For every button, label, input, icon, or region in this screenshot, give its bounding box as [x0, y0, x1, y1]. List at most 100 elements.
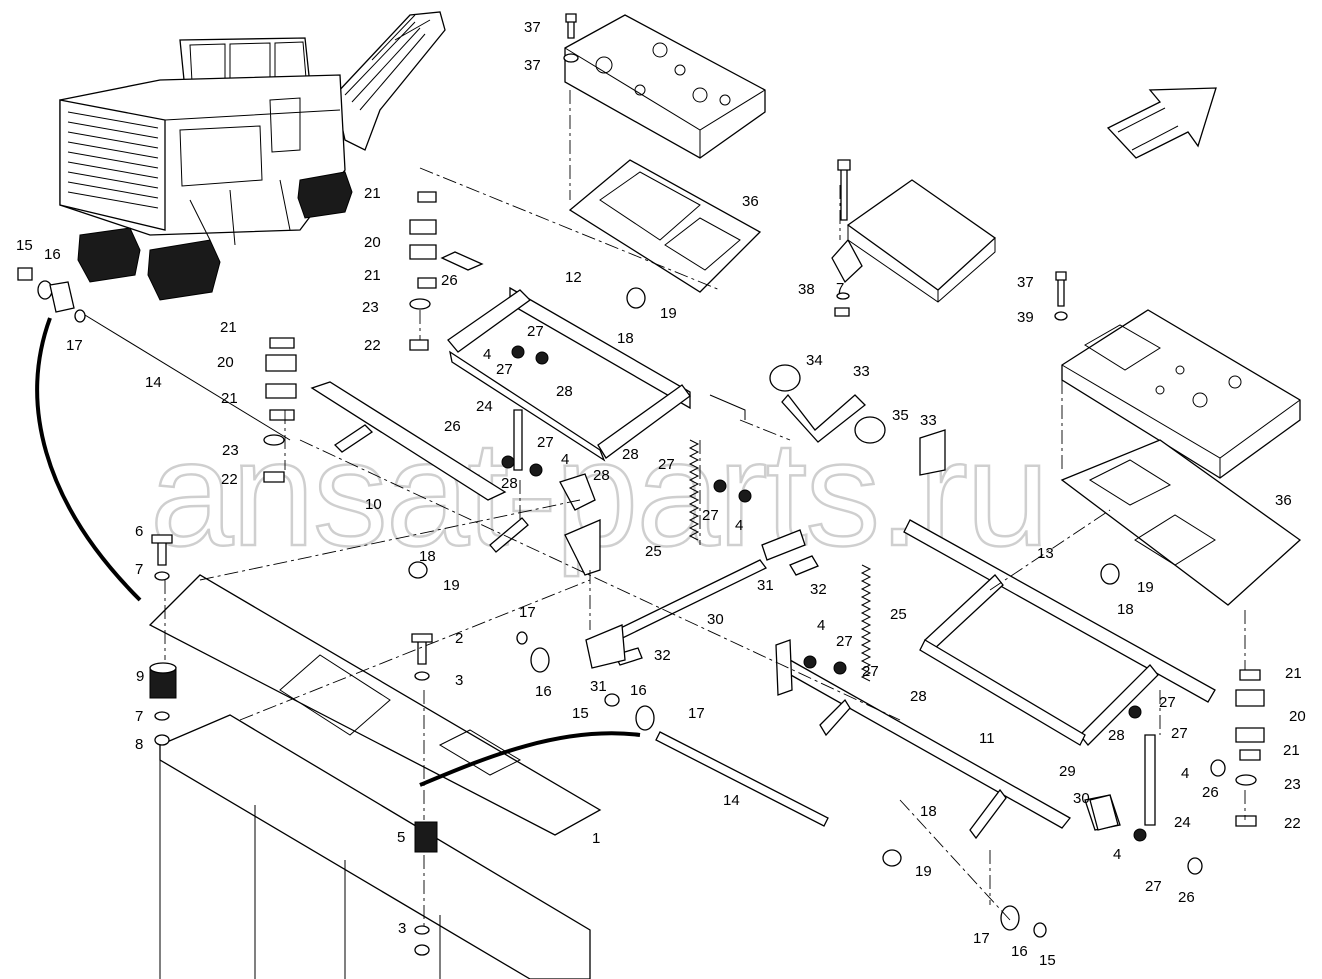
callout-22: 22: [1284, 815, 1301, 832]
callout-21: 21: [1283, 742, 1300, 759]
callout-38: 38: [798, 281, 815, 298]
callout-27: 27: [836, 633, 853, 650]
callout-27: 27: [1171, 725, 1188, 742]
callout-17: 17: [688, 705, 705, 722]
callout-36: 36: [742, 193, 759, 210]
callout-31: 31: [590, 678, 607, 695]
callout-20: 20: [364, 234, 381, 251]
callout-3: 3: [398, 920, 406, 937]
callout-37: 37: [1017, 274, 1034, 291]
callout-21: 21: [364, 185, 381, 202]
callout-26: 26: [1202, 784, 1219, 801]
small-parts: [17, 191, 1265, 938]
callout-4: 4: [735, 517, 743, 534]
callout-27: 27: [537, 434, 554, 451]
callout-31: 31: [757, 577, 774, 594]
callout-23: 23: [362, 299, 379, 316]
callout-21: 21: [220, 319, 237, 336]
callout-21: 21: [221, 390, 238, 407]
callout-8: 8: [135, 736, 143, 753]
callout-14: 14: [723, 792, 740, 809]
callout-27: 27: [1159, 694, 1176, 711]
callout-5: 5: [397, 829, 405, 846]
callout-17: 17: [66, 337, 83, 354]
callout-28: 28: [556, 383, 573, 400]
callout-18: 18: [617, 330, 634, 347]
callout-19: 19: [443, 577, 460, 594]
callout-28: 28: [501, 475, 518, 492]
callout-39: 39: [1017, 309, 1034, 326]
callout-37: 37: [524, 57, 541, 74]
callout-22: 22: [364, 337, 381, 354]
callout-22: 22: [221, 471, 238, 488]
callout-24: 24: [476, 398, 493, 415]
callout-29: 29: [1059, 763, 1076, 780]
callout-4: 4: [1181, 765, 1189, 782]
right-plate-assembly: [1054, 271, 1302, 606]
callout-18: 18: [419, 548, 436, 565]
callout-26: 26: [444, 418, 461, 435]
callout-24: 24: [1174, 814, 1191, 831]
callout-27: 27: [527, 323, 544, 340]
callout-20: 20: [1289, 708, 1306, 725]
cover-box: [831, 159, 997, 317]
callout-7: 7: [836, 280, 844, 297]
callout-27: 27: [862, 663, 879, 680]
callout-25: 25: [645, 543, 662, 560]
callout-33: 33: [920, 412, 937, 429]
callout-7: 7: [135, 561, 143, 578]
callout-20: 20: [217, 354, 234, 371]
callout-4: 4: [561, 451, 569, 468]
milling-machine-illustration: [59, 11, 446, 301]
callout-27: 27: [658, 456, 675, 473]
top-plate-assembly: [563, 13, 766, 293]
callout-15: 15: [1039, 952, 1056, 969]
callout-23: 23: [1284, 776, 1301, 793]
callout-2: 2: [455, 630, 463, 647]
callout-10: 10: [365, 496, 382, 513]
callout-32: 32: [654, 647, 671, 664]
callout-19: 19: [1137, 579, 1154, 596]
callout-35: 35: [892, 407, 909, 424]
callout-15: 15: [16, 237, 33, 254]
callout-26: 26: [441, 272, 458, 289]
center-lines: [164, 90, 1246, 930]
callout-28: 28: [622, 446, 639, 463]
callout-17: 17: [519, 604, 536, 621]
callout-3: 3: [455, 672, 463, 689]
callout-11: 11: [979, 730, 995, 747]
base-plate-and-cabinet: [148, 534, 602, 979]
hose-lines: [35, 317, 641, 787]
callout-23: 23: [222, 442, 239, 459]
callout-7: 7: [135, 708, 143, 725]
callout-25: 25: [890, 606, 907, 623]
callout-30: 30: [1073, 790, 1090, 807]
callout-36: 36: [1275, 492, 1292, 509]
callout-28: 28: [1108, 727, 1125, 744]
callout-6: 6: [135, 523, 143, 540]
callout-4: 4: [483, 346, 491, 363]
callout-4: 4: [1113, 846, 1121, 863]
callout-27: 27: [496, 361, 513, 378]
callout-16: 16: [44, 246, 61, 263]
callout-18: 18: [1117, 601, 1134, 618]
callout-1: 1: [592, 830, 600, 847]
callout-18: 18: [920, 803, 937, 820]
callout-16: 16: [535, 683, 552, 700]
callout-19: 19: [915, 863, 932, 880]
callout-17: 17: [973, 930, 990, 947]
callout-30: 30: [707, 611, 724, 628]
callout-26: 26: [1178, 889, 1195, 906]
callout-12: 12: [565, 269, 582, 286]
callout-33: 33: [853, 363, 870, 380]
callout-37: 37: [524, 19, 541, 36]
callout-16: 16: [1011, 943, 1028, 960]
callout-21: 21: [364, 267, 381, 284]
callout-19: 19: [660, 305, 677, 322]
direction-arrow-icon: [1106, 87, 1217, 159]
callout-13: 13: [1037, 545, 1054, 562]
callout-34: 34: [806, 352, 823, 369]
